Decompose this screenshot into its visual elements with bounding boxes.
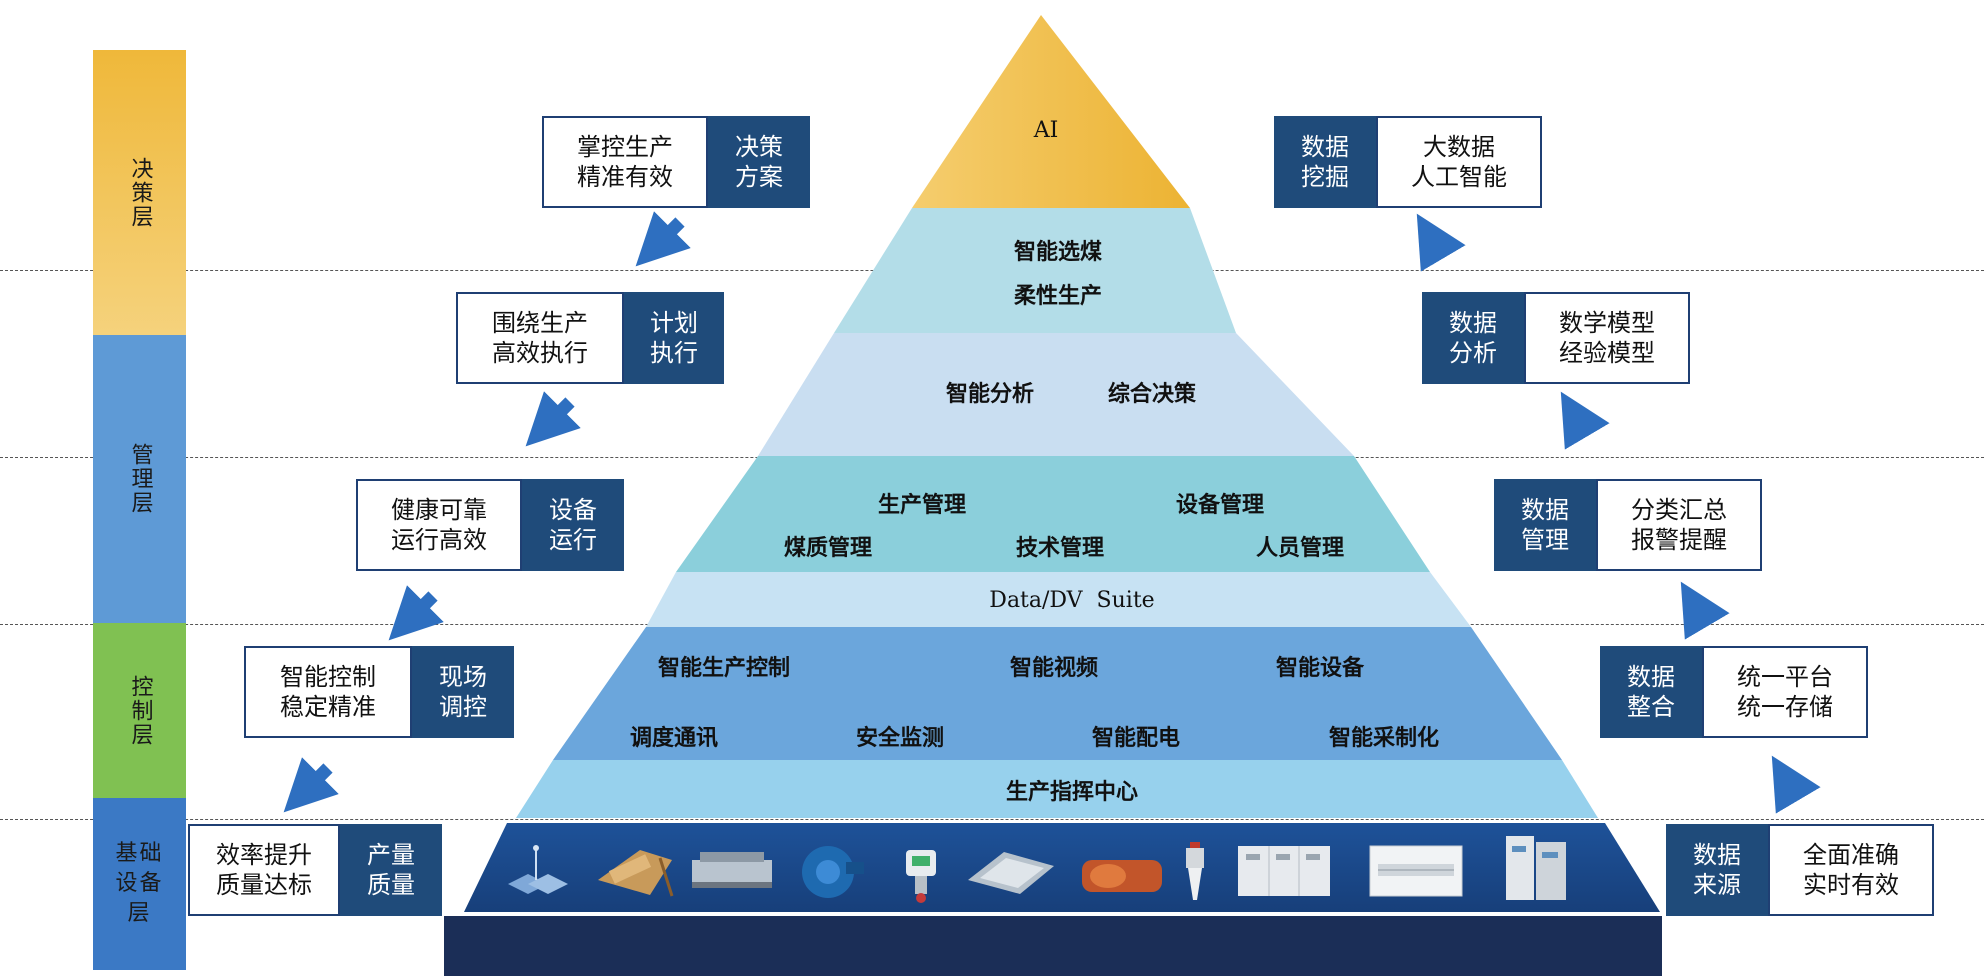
divider-base <box>0 819 1984 820</box>
tier7-label: 生产指挥中心 <box>1005 779 1139 805</box>
pyramid-tier-7 <box>516 760 1598 818</box>
right-box-1: 数据 挖掘 大数据 人工智能 <box>1274 116 1542 208</box>
distribution-panel-icon <box>1369 845 1463 897</box>
tier3-label-1: 智能分析 <box>945 381 1035 407</box>
left-box-2-tag: 计划 执行 <box>624 292 724 384</box>
crusher-icon <box>598 850 674 897</box>
right-box-4: 数据 整合 统一平台 统一存储 <box>1600 646 1868 738</box>
left-box-4: 智能控制 稳定精准 现场 调控 <box>244 646 514 738</box>
right-box-3-text: 分类汇总 报警提醒 <box>1596 479 1762 571</box>
antenna-icon <box>508 845 568 894</box>
left-box-1-text: 掌控生产 精准有效 <box>542 116 708 208</box>
left-box-5: 效率提升 质量达标 产量 质量 <box>188 824 442 916</box>
right-box-4-text: 统一平台 统一存储 <box>1702 646 1868 738</box>
left-box-5-tag: 产量 质量 <box>340 824 442 916</box>
tier6-label-2: 智能视频 <box>1009 655 1099 681</box>
left-box-5-text: 效率提升 质量达标 <box>188 824 340 916</box>
right-box-1-text: 大数据 人工智能 <box>1376 116 1542 208</box>
right-box-3-tag: 数据 管理 <box>1494 479 1596 571</box>
left-box-4-tag: 现场 调控 <box>412 646 514 738</box>
vibrating-screen-icon <box>968 852 1054 894</box>
tier6-label-5: 安全监测 <box>855 725 945 751</box>
level-sensor-icon <box>1186 842 1204 900</box>
filter-press-icon <box>692 852 772 888</box>
tier-ai-label: AI <box>1033 118 1059 143</box>
tier6-label-4: 调度通讯 <box>629 725 719 751</box>
tier6-label-1: 智能生产控制 <box>657 655 791 681</box>
pyramid-tier-6 <box>553 627 1562 760</box>
arrow-right-2 <box>1560 391 1610 450</box>
arrow-right-3 <box>1680 581 1730 640</box>
pressure-gauge-icon <box>906 850 936 903</box>
pyramid-base-band <box>444 916 1662 976</box>
layer-decision: 决策层 <box>93 50 186 335</box>
layer-control-label: 控制层 <box>127 674 153 747</box>
slurry-pump-icon <box>802 846 864 898</box>
left-box-3: 健康可靠 运行高效 设备 运行 <box>356 479 624 571</box>
tier2-label-1: 智能选煤 <box>1013 239 1103 265</box>
layer-management-label: 管理层 <box>127 443 153 515</box>
pyramid-tier-5 <box>646 572 1471 627</box>
arrow-left-2 <box>525 391 581 447</box>
tier4-label-5: 人员管理 <box>1255 535 1345 561</box>
layer-base-label: 基础设备层 <box>115 841 164 926</box>
layer-control: 控制层 <box>93 623 186 798</box>
layer-management: 管理层 <box>93 335 186 623</box>
tier4-label-2: 设备管理 <box>1175 492 1265 518</box>
right-box-3: 数据 管理 分类汇总 报警提醒 <box>1494 479 1762 571</box>
left-arrows <box>283 211 691 813</box>
left-box-1-tag: 决策 方案 <box>708 116 810 208</box>
right-box-1-tag: 数据 挖掘 <box>1274 116 1376 208</box>
tier2-label-2: 柔性生产 <box>1013 283 1103 309</box>
switchgear-cabinet-icon <box>1238 846 1330 896</box>
right-arrows <box>1416 213 1821 814</box>
arrow-left-1 <box>635 211 691 267</box>
left-box-3-tag: 设备 运行 <box>522 479 624 571</box>
left-box-2: 围绕生产 高效执行 计划 执行 <box>456 292 724 384</box>
arrow-left-4 <box>283 757 339 813</box>
tier4-label-1: 生产管理 <box>877 492 967 518</box>
left-box-3-text: 健康可靠 运行高效 <box>356 479 522 571</box>
left-box-1: 掌控生产 精准有效 决策 方案 <box>542 116 810 208</box>
layer-base: 基础设备层 <box>93 798 186 970</box>
pyramid-tier-3 <box>758 333 1354 456</box>
tier6-label-6: 智能配电 <box>1091 725 1181 751</box>
right-box-2-text: 数学模型 经验模型 <box>1524 292 1690 384</box>
tier3-label-2: 综合决策 <box>1107 381 1197 407</box>
magnetic-separator-icon <box>1082 860 1162 892</box>
right-box-5: 数据 来源 全面准确 实时有效 <box>1666 824 1934 916</box>
right-box-4-tag: 数据 整合 <box>1600 646 1702 738</box>
pyramid-tier-4 <box>676 456 1430 572</box>
tier4-label-4: 技术管理 <box>1015 535 1105 561</box>
right-box-2-tag: 数据 分析 <box>1422 292 1524 384</box>
right-box-2: 数据 分析 数学模型 经验模型 <box>1422 292 1690 384</box>
left-box-4-text: 智能控制 稳定精准 <box>244 646 412 738</box>
layer-decision-label: 决策层 <box>127 156 153 229</box>
arrow-right-4 <box>1771 755 1821 814</box>
tier5-label: Data/DV Suite <box>989 588 1155 613</box>
pyramid-tier-ai <box>912 15 1190 208</box>
pyramid-tier-equipment <box>464 823 1660 912</box>
left-box-2-text: 围绕生产 高效执行 <box>456 292 624 384</box>
right-box-5-text: 全面准确 实时有效 <box>1768 824 1934 916</box>
tier6-label-3: 智能设备 <box>1275 655 1365 681</box>
arrow-right-1 <box>1416 213 1466 272</box>
tier4-label-3: 煤质管理 <box>783 535 873 561</box>
arrow-left-3 <box>388 585 444 641</box>
pyramid-tier-2 <box>834 208 1236 333</box>
tier6-label-7: 智能采制化 <box>1328 725 1440 751</box>
right-box-5-tag: 数据 来源 <box>1666 824 1768 916</box>
control-cabinet-icon <box>1506 836 1566 900</box>
